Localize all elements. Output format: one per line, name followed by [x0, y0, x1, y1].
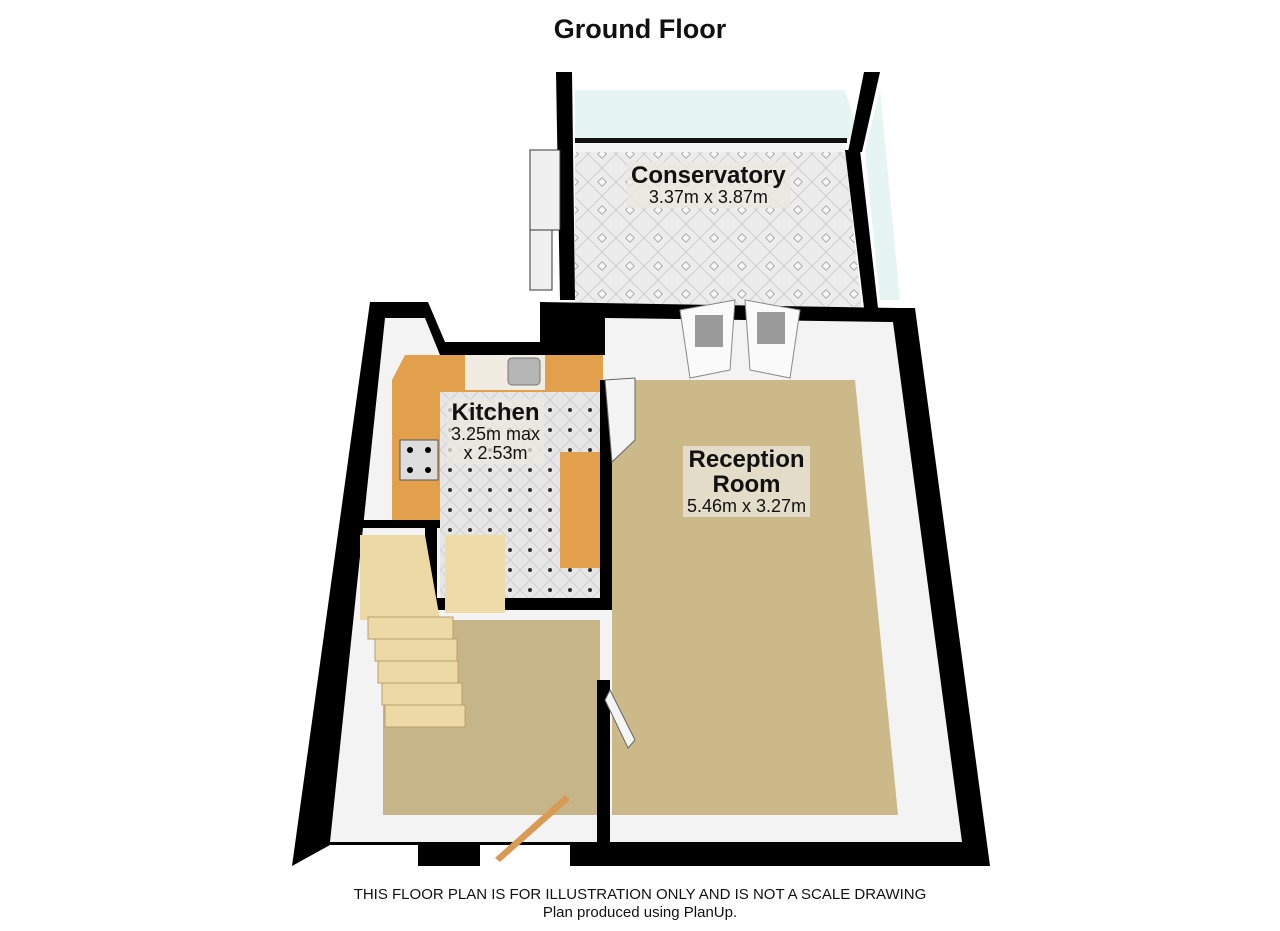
floor-title: Ground Floor — [553, 14, 727, 44]
credit: Plan produced using PlanUp. — [542, 904, 738, 921]
conservatory-door — [529, 149, 561, 231]
island — [560, 452, 600, 568]
room-dims: 3.25m max — [451, 424, 541, 445]
room-name: Room — [712, 471, 781, 499]
hallway — [360, 535, 636, 865]
room-name: Reception — [688, 446, 805, 473]
room-name: Conservatory — [631, 162, 786, 189]
room-dims: 3.37m x 3.87m — [648, 187, 768, 208]
footer: THIS FLOOR PLAN IS FOR ILLUSTRATION ONLY… — [0, 886, 1280, 922]
kitchen-door — [604, 377, 636, 464]
room-label-kitchen: Kitchen 3.25m max x 2.53m — [447, 399, 545, 464]
room-dims: x 2.53m — [463, 443, 528, 464]
stairs — [367, 616, 466, 728]
room-label-conservatory: Conservatory 3.37m x 3.87m — [627, 162, 790, 209]
disclaimer: THIS FLOOR PLAN IS FOR ILLUSTRATION ONLY… — [353, 886, 927, 903]
room-name: Kitchen — [451, 399, 540, 426]
front-door — [495, 795, 570, 862]
room-label-reception: Reception Room 5.46m x 3.27m — [683, 446, 811, 518]
room-dims: 5.46m x 3.27m — [687, 496, 807, 517]
hob — [399, 439, 439, 481]
french-doors — [679, 299, 801, 379]
sink — [507, 357, 541, 386]
